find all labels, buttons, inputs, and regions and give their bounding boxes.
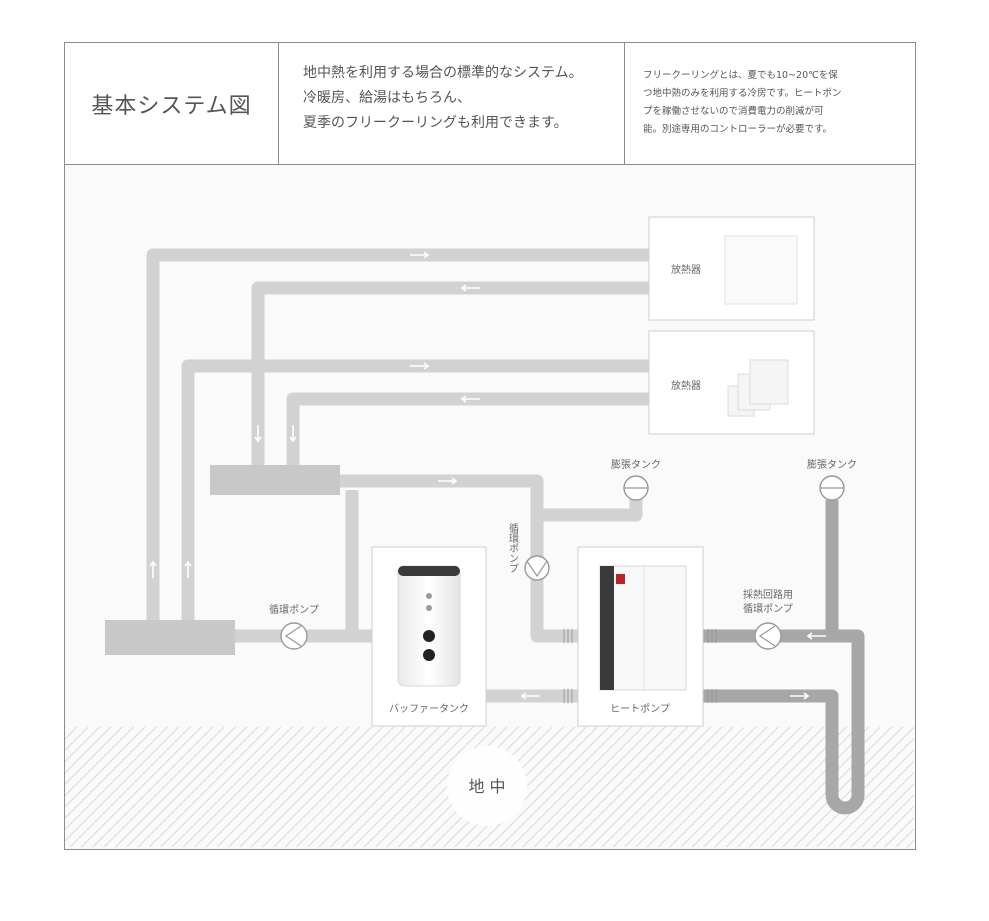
expansion-tank-right [819,475,845,501]
pipe-fittings [563,629,717,703]
panel-radiator-icon [724,235,798,305]
upper-header [210,465,340,495]
pump-right-label-2: 循環ポンプ [743,602,793,615]
heating-pipes [146,248,649,703]
pump-right-icon [754,622,782,650]
column-radiator-icon [727,359,789,417]
buffer-tank-icon [397,565,461,687]
description-line-1: 地中熱を利用する場合の標準的なシステム。 [303,65,583,81]
pump-left-label: 循環ポンプ [269,603,319,616]
expansion-tank-right-label: 膨張タンク [807,458,857,471]
diagram-frame: 基本システム図 地中熱を利用する場合の標準的なシステム。 冷暖房、給湯はもちろん… [64,42,916,850]
pump-left-icon [280,622,308,650]
description-line-2: 冷暖房、給湯はもちろん、 [303,90,471,106]
description-line-3: 夏季のフリークーリングも利用できます。 [303,115,568,131]
header-description-cell: 地中熱を利用する場合の標準的なシステム。 冷暖房、給湯はもちろん、 夏季のフリー… [279,43,625,164]
svg-text:循環ポンプ: 循環ポンプ [507,522,519,573]
heat-pump-icon [599,565,687,691]
radiator-bottom-label: 放熱器 [671,379,701,392]
lower-header [105,620,235,655]
radiator-top-label: 放熱器 [671,263,701,276]
header-table: 基本システム図 地中熱を利用する場合の標準的なシステム。 冷暖房、給湯はもちろん… [65,43,915,165]
flow-arrows [149,251,826,700]
ground-label-circle [447,746,527,826]
expansion-tank-left-label: 膨張タンク [611,458,661,471]
pump-vertical-icon [524,555,550,581]
header-note-cell: フリークーリングとは、夏でも10~20℃を保 つ地中熱のみを利用する冷房です。ヒ… [625,43,915,164]
buffer-tank-label: バッファータンク [389,703,469,715]
expansion-tank-left [623,475,649,501]
note-line-2: つ地中熱のみを利用する冷房です。ヒートポン [643,88,842,99]
heat-pump-label: ヒートポンプ [610,703,670,715]
note-line-4: 能。別途専用のコントローラーが必要です。 [643,124,833,135]
underground-label: 地 中 [468,777,505,796]
pump-right-label-1: 採熱回路用 [743,588,793,601]
header-title-cell: 基本システム図 [65,43,279,164]
pump-vertical-label: 循環ポンプ [507,522,519,573]
page-title: 基本システム図 [91,93,252,119]
note-line-1: フリークーリングとは、夏でも10~20℃を保 [643,70,838,81]
note-line-3: プを稼働させないので消費電力の削減が可 [643,106,824,117]
